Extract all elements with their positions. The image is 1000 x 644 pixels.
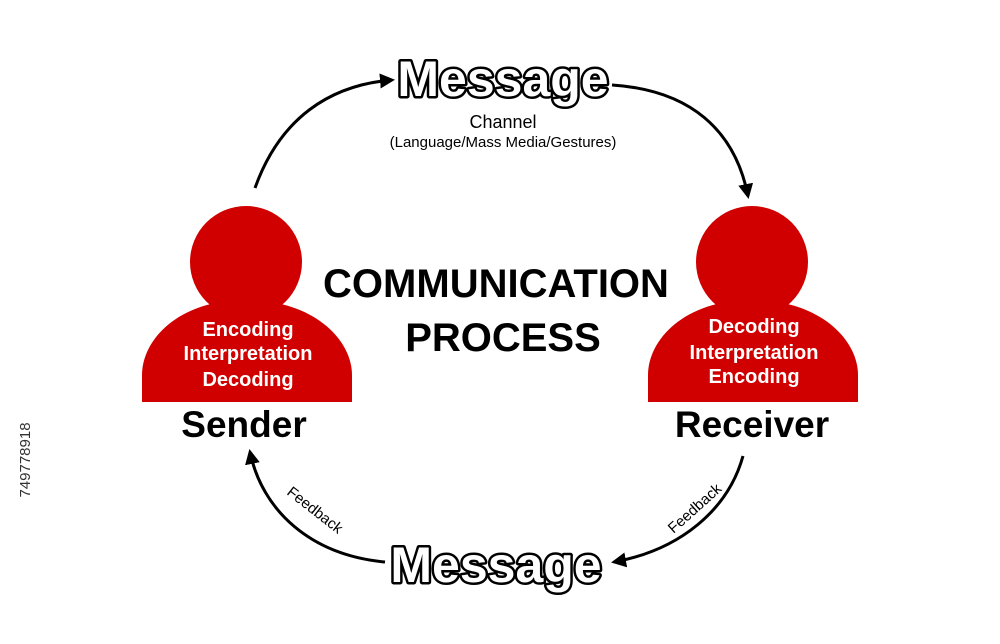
- sender-label: Sender: [181, 404, 306, 445]
- receiver-step-2: Interpretation: [690, 342, 819, 364]
- bottom-message-title: Message: [390, 537, 601, 593]
- sender-step-1: Encoding: [202, 319, 293, 341]
- sender-head: [190, 206, 302, 318]
- stock-id-label: 749778918: [17, 422, 34, 497]
- arrow-message-to-receiver: [611, 83, 754, 199]
- receiver-label: Receiver: [675, 404, 829, 445]
- receiver-step-1: Decoding: [708, 316, 799, 338]
- sender-step-2: Interpretation: [184, 343, 313, 365]
- channel-detail: (Language/Mass Media/Gestures): [390, 134, 617, 151]
- receiver-step-3: Encoding: [708, 366, 799, 388]
- receiver-head: [696, 206, 808, 318]
- top-message-title: Message: [397, 51, 608, 107]
- center-title-line1: COMMUNICATION: [323, 262, 669, 306]
- arrow-message-to-sender: [245, 449, 386, 564]
- arrow-receiver-to-message: [611, 455, 745, 568]
- sender-body: [142, 300, 352, 402]
- feedback-left-label: Feedback: [284, 483, 347, 537]
- receiver-person-icon: [648, 206, 858, 402]
- receiver-body: [648, 300, 858, 402]
- channel-label: Channel: [469, 112, 536, 132]
- arrow-sender-to-message: [253, 73, 395, 189]
- center-title-line2: PROCESS: [405, 316, 601, 360]
- sender-person-icon: [142, 206, 352, 402]
- sender-step-3: Decoding: [202, 369, 293, 391]
